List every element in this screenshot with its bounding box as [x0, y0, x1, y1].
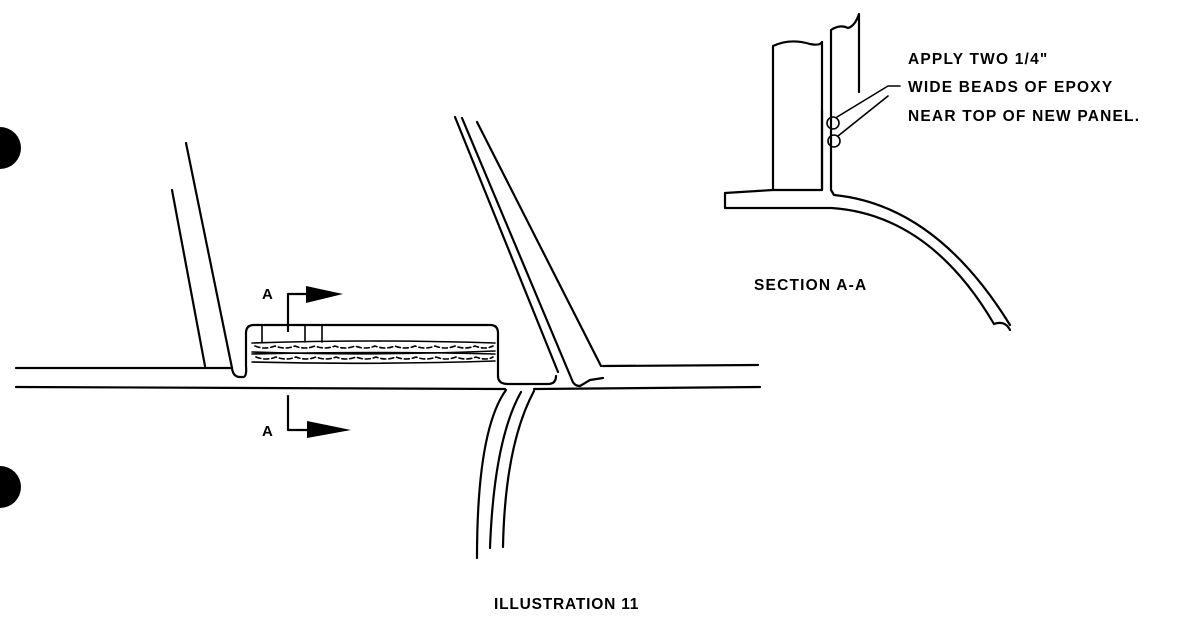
- panel-channel: [230, 323, 558, 386]
- callout-line-1: APPLY TWO 1/4": [908, 51, 1048, 68]
- illustration-caption: ILLUSTRATION 11: [494, 596, 639, 613]
- right-pillar-outer: [453, 115, 560, 374]
- section-flange: [723, 188, 1012, 332]
- section-arrow-bottom: [286, 394, 351, 438]
- body-panel-bottom-line-right: [532, 385, 762, 391]
- binder-hole-top: [0, 127, 21, 169]
- epoxy-bead-2: [827, 134, 841, 148]
- epoxy-bead-1: [826, 116, 840, 130]
- lower-panel-curve-mid: [488, 390, 523, 550]
- section-arrow-top: [286, 286, 343, 333]
- body-panel-bottom-line: [14, 385, 507, 391]
- section-a-a-view: APPLY TWO 1/4" WIDE BEADS OF EPOXY NEAR …: [723, 12, 1140, 332]
- binder-hole-bottom: [0, 466, 21, 508]
- lower-panel-curve-left: [475, 388, 508, 560]
- callout-leader-2: [837, 95, 889, 137]
- right-pillar-mid: [460, 116, 582, 388]
- callout-leader-1: [836, 85, 901, 118]
- lower-panel-curve-right: [501, 389, 536, 549]
- section-marker-top: A: [262, 286, 273, 303]
- left-pillar-inner: [184, 141, 234, 370]
- callout-line-2: WIDE BEADS OF EPOXY: [908, 79, 1113, 96]
- section-flange-top: [829, 188, 1012, 327]
- right-pillar-foot: [578, 376, 605, 388]
- callout-line-3: NEAR TOP OF NEW PANEL.: [908, 108, 1140, 125]
- section-right-panel: [829, 12, 861, 192]
- main-view: A A: [14, 115, 762, 560]
- epoxy-bead-lower: [251, 351, 496, 365]
- section-left-panel: [771, 40, 824, 192]
- body-panel-top-line-right: [601, 363, 760, 368]
- section-title: SECTION A-A: [754, 277, 867, 294]
- section-marker-bottom: A: [262, 423, 273, 440]
- left-pillar-outer: [170, 188, 207, 368]
- right-pillar-inner: [475, 120, 603, 368]
